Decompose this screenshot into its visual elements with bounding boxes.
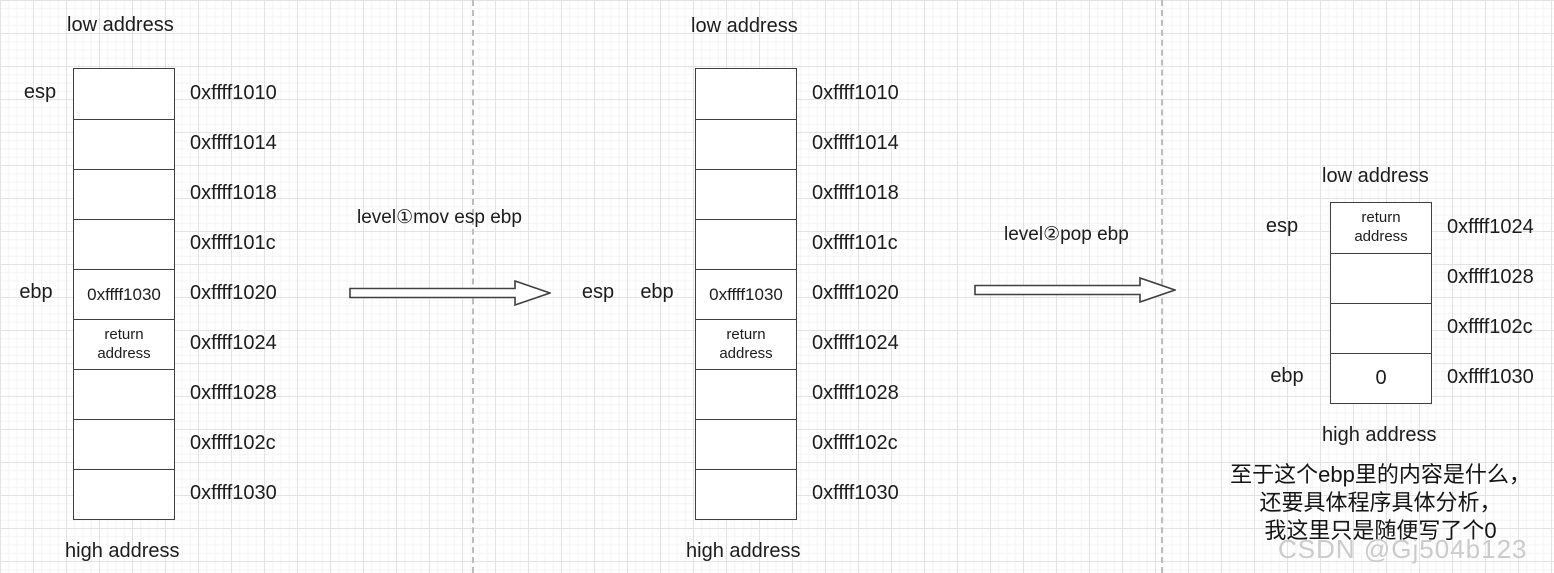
explanation-note: 至于这个ebp里的内容是什么， 还要具体程序具体分析， 我这里只是随便写了个0: [1200, 461, 1554, 545]
address-label: 0xffff101c: [812, 231, 898, 254]
address-label: 0xffff1018: [812, 181, 899, 204]
stack-cell-saved-ebp: 0xffff1030: [696, 269, 796, 319]
address-label: 0xffff1030: [190, 481, 277, 504]
address-label: 0xffff1018: [190, 181, 277, 204]
arrow-right-icon: [974, 277, 1176, 303]
address-label: 0xffff1010: [190, 81, 277, 104]
stack-cell: [74, 219, 174, 269]
stack-cell: [696, 119, 796, 169]
stack-cell: [74, 469, 174, 519]
transition-2-label: level②pop ebp: [1004, 224, 1129, 245]
address-label: 0xffff1028: [190, 381, 277, 404]
left-high-address-caption: high address: [65, 540, 180, 562]
stack-cell: [696, 169, 796, 219]
address-label: 0xffff1020: [190, 281, 277, 304]
address-label: 0xffff102c: [190, 431, 276, 454]
stack-cell-return-address: return address: [696, 319, 796, 369]
stack-cell: [1331, 253, 1431, 303]
stack-cell: [696, 469, 796, 519]
address-label: 0xffff102c: [1447, 315, 1533, 338]
address-label: 0xffff1028: [812, 381, 899, 404]
left-low-address-caption: low address: [67, 14, 174, 36]
stack-cell-return-address: return address: [1331, 203, 1431, 253]
address-label: 0xffff1030: [812, 481, 899, 504]
note-line: 还要具体程序具体分析，: [1259, 490, 1502, 515]
right-stack-box: return address 0: [1330, 202, 1432, 404]
left-stack-box: 0xffff1030 return address: [73, 68, 175, 520]
middle-ebp-register-label: ebp: [640, 281, 674, 303]
address-label: 0xffff101c: [190, 231, 276, 254]
stack-cell: [696, 419, 796, 469]
middle-stack-box: 0xffff1030 return address: [695, 68, 797, 520]
stack-cell-return-address: return address: [74, 319, 174, 369]
stack-cell-saved-ebp: 0xffff1030: [74, 269, 174, 319]
right-address-column: 0xffff1024 0xffff1028 0xffff102c 0xffff1…: [1447, 202, 1534, 402]
transition-1-label: level①mov esp ebp: [357, 207, 522, 228]
stack-cell: [74, 369, 174, 419]
stack-cell: [74, 119, 174, 169]
note-line: 至于这个ebp里的内容是什么，: [1230, 462, 1531, 487]
left-address-column: 0xffff1010 0xffff1014 0xffff1018 0xffff1…: [190, 68, 277, 518]
address-label: 0xffff1028: [1447, 265, 1534, 288]
middle-esp-register-label: esp: [581, 281, 615, 303]
section-divider-1: [472, 0, 474, 573]
stack-cell: [696, 69, 796, 119]
middle-address-column: 0xffff1010 0xffff1014 0xffff1018 0xffff1…: [812, 68, 899, 518]
stack-cell: [696, 369, 796, 419]
cell-value: return address: [719, 325, 773, 362]
address-label: 0xffff1024: [1447, 215, 1534, 238]
address-label: 0xffff1014: [190, 131, 277, 154]
stack-cell-ebp-zero: 0: [1331, 353, 1431, 403]
address-label: 0xffff1024: [190, 331, 277, 354]
cell-value: return address: [97, 325, 151, 362]
middle-high-address-caption: high address: [686, 540, 801, 562]
right-ebp-register-label: ebp: [1270, 365, 1304, 387]
left-esp-register-label: esp: [23, 81, 57, 103]
middle-low-address-caption: low address: [691, 15, 798, 37]
left-ebp-register-label: ebp: [19, 281, 53, 303]
address-label: 0xffff1010: [812, 81, 899, 104]
address-label: 0xffff1024: [812, 331, 899, 354]
cell-value: 0xffff1030: [709, 284, 783, 304]
arrow-right-icon: [349, 280, 551, 306]
cell-value: return address: [1354, 209, 1408, 245]
address-label: 0xffff1020: [812, 281, 899, 304]
note-line: 我这里只是随便写了个0: [1264, 518, 1497, 543]
right-low-address-caption: low address: [1322, 165, 1429, 187]
address-label: 0xffff1014: [812, 131, 899, 154]
right-esp-register-label: esp: [1265, 215, 1299, 237]
address-label: 0xffff1030: [1447, 365, 1534, 388]
stack-cell: [74, 419, 174, 469]
cell-value: 0xffff1030: [87, 284, 161, 304]
stack-cell: [74, 169, 174, 219]
stack-cell: [74, 69, 174, 119]
stack-cell: [1331, 303, 1431, 353]
stack-cell: [696, 219, 796, 269]
cell-value: 0: [1375, 367, 1387, 389]
right-high-address-caption: high address: [1322, 424, 1437, 446]
csdn-watermark: CSDN @Gj504b123: [1278, 534, 1528, 564]
address-label: 0xffff102c: [812, 431, 898, 454]
